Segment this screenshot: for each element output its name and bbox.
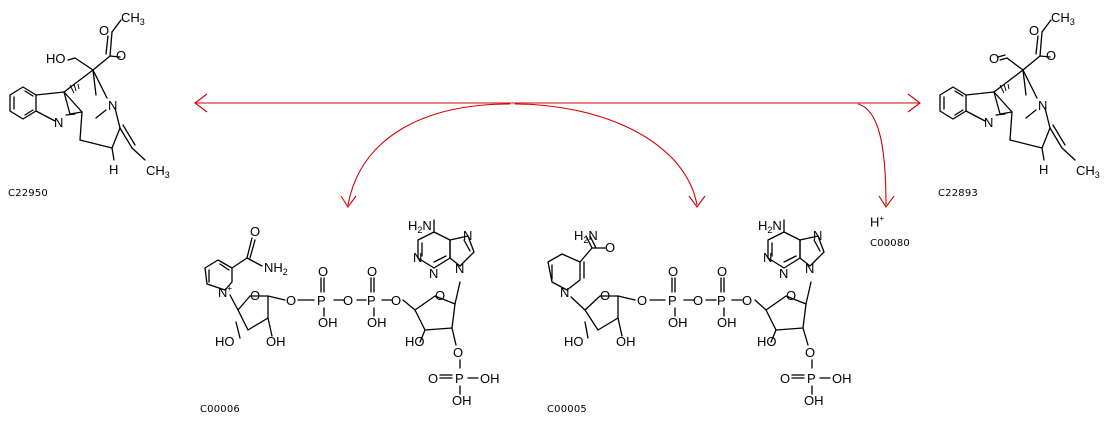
label-n-pyridinium-nadp: N+ — [218, 284, 232, 300]
label-o-amide-nadph: O — [605, 240, 615, 255]
label-ch3-ethylidene-left: CH3 — [146, 163, 170, 180]
label-n7-adenine-nadph: N — [813, 228, 822, 243]
label-p2-oxo-nadp: O — [367, 264, 377, 279]
label-n1-adenine-nadph: N — [763, 250, 772, 265]
arrowhead-nadp — [340, 195, 357, 208]
label-p3-oxo-nadp: O — [428, 371, 438, 386]
label-h-right: H — [1039, 162, 1048, 177]
label-p1-oh-nadp: OH — [318, 315, 338, 330]
compound-id-c22893: C22893 — [938, 188, 978, 199]
label-n3-adenine-nadp: N — [429, 266, 438, 281]
label-p2-nadph: P — [717, 293, 726, 308]
proton-arrow — [857, 103, 887, 206]
compound-id-c00006: C00006 — [200, 404, 240, 415]
compound-id-c00080: C00080 — [870, 238, 910, 249]
label-ho-ribose2-nadp: HO — [405, 334, 425, 349]
label-o-ring2-nadp: O — [435, 288, 445, 303]
cofactor-arrow-to-nadph — [514, 103, 698, 206]
label-ch3-left: CH3 — [121, 10, 145, 27]
structure-c22893 — [939, 19, 1076, 161]
label-p3-nadp: P — [455, 371, 464, 386]
label-nh2-amide-nadph: H2N — [574, 228, 598, 245]
proton-label: H+ — [870, 214, 885, 230]
arrowhead-nadph — [688, 195, 706, 208]
label-nh2-amide-nadp: NH2 — [264, 260, 288, 277]
label-ho-left: HO — [46, 51, 66, 66]
label-ho-ribose2-nadph: HO — [757, 334, 777, 349]
label-p2-nadp: P — [367, 293, 376, 308]
label-n-amine-right: N — [1038, 98, 1047, 113]
label-ho-ribose-nadph: HO — [564, 334, 584, 349]
compound-id-c00005: C00005 — [547, 404, 587, 415]
label-p2-oxo-nadph: O — [717, 264, 727, 279]
arrowhead-proton — [878, 195, 895, 208]
label-ho-ribose-nadp: HO — [215, 334, 235, 349]
label-p3-nadph: P — [807, 371, 816, 386]
structure-c00006 — [204, 219, 479, 395]
label-o-link1-nadph: O — [637, 293, 647, 308]
label-n-indole-right: N — [984, 115, 993, 130]
label-n9-adenine-nadph: N — [805, 261, 814, 276]
label-p2-oh-nadph: OH — [717, 315, 737, 330]
label-ch3-ethylidene-right: CH3 — [1076, 163, 1100, 180]
label-n9-adenine-nadp: N — [455, 261, 464, 276]
label-p1-oxo-nadph: O — [668, 264, 678, 279]
label-n3-adenine-nadph: N — [779, 266, 788, 281]
label-p2-oh-nadp: OH — [367, 315, 387, 330]
label-ch3-right: CH3 — [1051, 10, 1075, 27]
label-n1-adenine-nadp: N — [413, 250, 422, 265]
structure-c00005 — [547, 219, 831, 395]
label-o-2p-nadp: O — [453, 345, 463, 360]
label-oh-ribose-nadph: OH — [616, 334, 636, 349]
label-p1-nadp: P — [317, 293, 326, 308]
compound-id-c22950: C22950 — [8, 188, 48, 199]
label-p3-oxo-nadph: O — [780, 371, 790, 386]
label-p1-oxo-nadp: O — [318, 264, 328, 279]
label-o-ring2-nadph: O — [786, 288, 796, 303]
label-o-amide-nadp: O — [250, 224, 260, 239]
label-o-link1-nadp: O — [286, 293, 296, 308]
label-n7-adenine-nadp: N — [463, 228, 472, 243]
label-n-amine-left: N — [108, 98, 117, 113]
label-p1-oh-nadph: OH — [668, 315, 688, 330]
label-nh2-adenine-nadph: H2N — [758, 218, 782, 235]
label-n-dihydropyridine-nadph: N — [560, 285, 569, 300]
label-nh2-adenine-nadp: H2N — [408, 218, 432, 235]
structure-c22950 — [9, 19, 146, 161]
label-p1-nadph: P — [668, 293, 677, 308]
label-o-ring1-nadph: O — [600, 288, 610, 303]
cofactor-arrow-to-nadp — [347, 103, 511, 206]
label-o-link2-nadph: O — [742, 293, 752, 308]
label-o-ring1-nadp: O — [250, 288, 260, 303]
label-p3-oh2-nadp: OH — [452, 393, 472, 408]
atom-labels: CH3 O O HO N N H CH3 CH3 O O O N N H CH3… — [46, 10, 1100, 408]
label-p3-oh1-nadph: OH — [832, 371, 852, 386]
label-o-ester-right: O — [1046, 48, 1056, 63]
arrowhead-left — [194, 93, 208, 113]
label-o-bridge-nadph: O — [693, 293, 703, 308]
label-o-aldehyde-right: O — [989, 51, 999, 66]
arrowhead-right — [907, 93, 921, 113]
label-h-left: H — [109, 162, 118, 177]
label-p3-oh2-nadph: OH — [804, 393, 824, 408]
label-o-carbonyl-left: O — [99, 23, 109, 38]
reaction-arrows — [194, 93, 921, 208]
label-p3-oh1-nadp: OH — [480, 371, 500, 386]
label-n-indole-left: N — [54, 115, 63, 130]
label-o-ester-left: O — [116, 48, 126, 63]
label-oh-ribose-nadp: OH — [266, 334, 286, 349]
label-o-2p-nadph: O — [805, 345, 815, 360]
label-o-bridge-nadp: O — [343, 293, 353, 308]
label-o-carbonyl-right: O — [1029, 23, 1039, 38]
label-o-link2-nadp: O — [391, 293, 401, 308]
